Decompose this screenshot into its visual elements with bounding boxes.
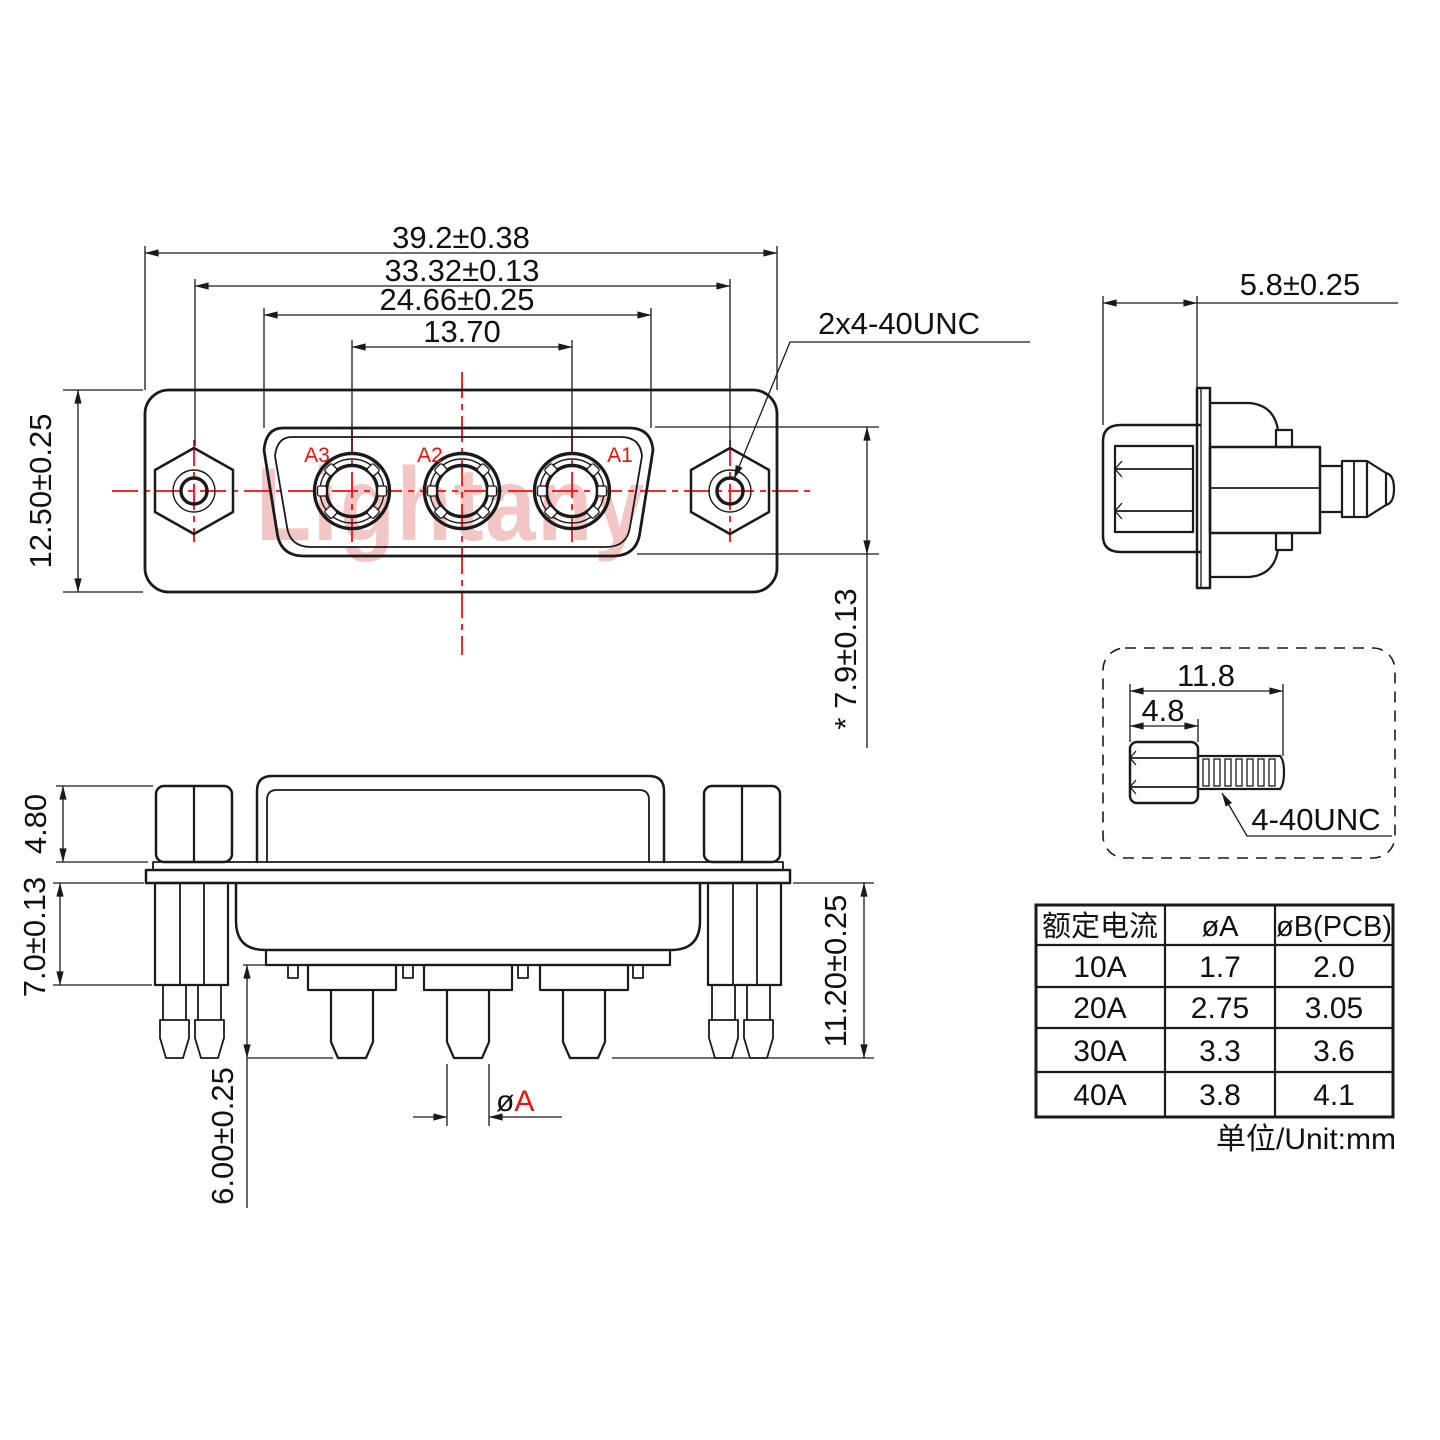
svg-text:3.05: 3.05 — [1305, 992, 1363, 1025]
hex-nut-front-left — [153, 446, 235, 536]
solder-pins — [306, 963, 630, 1060]
contact-label-a1: A1 — [607, 444, 633, 467]
ledge-tabs — [287, 964, 644, 979]
flange-outline — [143, 388, 779, 594]
contact-pin-side — [1318, 459, 1396, 519]
dim-contact-span: 13.70 — [351, 314, 573, 451]
thread-callout-text: 2x4-40UNC — [818, 306, 980, 341]
shell-profile — [1101, 423, 1202, 554]
dim-mount-spacing: 33.32±0.13 — [194, 253, 731, 446]
dim-opening-height: * 7.9±0.13 — [637, 426, 879, 748]
svg-text:3.8: 3.8 — [1199, 1079, 1241, 1112]
svg-text:1.7: 1.7 — [1199, 951, 1241, 984]
dim-screw-body: 4.8 — [1129, 693, 1199, 742]
dim-text-mount-spacing: 33.32±0.13 — [385, 253, 540, 288]
dim-text-nut-height: 4.80 — [18, 794, 53, 854]
dim-text-shell-depth: 5.8±0.25 — [1240, 267, 1360, 302]
svg-text:2.0: 2.0 — [1313, 951, 1355, 984]
coax-contact-a2 — [422, 451, 502, 531]
table-border — [1034, 903, 1395, 1119]
dim-text-contact-span: 13.70 — [423, 314, 501, 349]
dim-overall-height: 12.50±0.25 — [23, 389, 143, 593]
dim-text-opening-height: * 7.9±0.13 — [828, 588, 863, 729]
contact-label-a2: A2 — [417, 444, 443, 467]
shell-section-outer — [255, 774, 666, 864]
dim-pin-diameter: øA — [413, 1064, 562, 1126]
table-header-dia-b: øB(PCB) — [1276, 911, 1392, 943]
insulator-body — [234, 881, 702, 952]
screw-callout-leader — [1221, 792, 1392, 837]
screw-thread-callout: 4-40UNC — [1221, 792, 1392, 837]
thread-callout: 2x4-40UNC — [733, 306, 1030, 480]
table-header-dia-a: øA — [1201, 911, 1239, 943]
dim-text-pin-protrusion: 6.00±0.25 — [205, 1067, 240, 1205]
dim-text-pin-diameter: øA — [496, 1085, 534, 1118]
screw-detail: 11.8 4.8 — [1102, 647, 1396, 859]
contact-tabs — [316, 463, 388, 519]
table-row: 20A 2.75 3.05 — [1073, 992, 1363, 1025]
coax-contact-a1 — [532, 451, 612, 531]
contact-tabs — [426, 463, 498, 519]
spec-table: 额定电流 øA øB(PCB) 10A 1.7 2.0 20A 2.75 3.0… — [1034, 903, 1396, 1156]
dim-pin-depth: 11.20±0.25 — [612, 882, 874, 1059]
shell-section-inner — [266, 789, 650, 863]
svg-text:30A: 30A — [1073, 1035, 1126, 1068]
dim-nut-height: 4.80 — [18, 785, 153, 863]
table-row: 10A 1.7 2.0 — [1073, 951, 1355, 984]
screw-callout-text: 4-40UNC — [1251, 802, 1380, 837]
dim-text-overall-height: 12.50±0.25 — [23, 414, 58, 569]
dim-bracket-depth: 7.0±0.13 — [17, 877, 152, 997]
jack-post-left — [153, 881, 230, 1059]
dim-pin-protrusion: 6.00±0.25 — [205, 964, 333, 1208]
dim-shell-depth: 5.8±0.25 — [1102, 267, 1398, 425]
body-side — [1208, 401, 1322, 579]
d-opening-outer — [262, 426, 655, 558]
table-row: 40A 3.8 4.1 — [1073, 1079, 1355, 1112]
section-view: 4.80 7.0±0.13 11.20±0.25 6.00±0.25 — [17, 774, 874, 1208]
hex-nut-front-right — [689, 446, 771, 536]
table-header-current: 额定电流 — [1042, 910, 1158, 943]
dim-overall-width: 39.2±0.38 — [144, 220, 778, 390]
table-unit-note: 单位/Unit:mm — [1216, 1123, 1396, 1156]
d-opening-inner — [274, 436, 643, 548]
dim-text-opening-width: 24.66±0.25 — [380, 282, 535, 317]
contact-label-a3: A3 — [304, 444, 330, 467]
contact-tabs — [536, 463, 608, 519]
detail-border — [1102, 647, 1396, 859]
svg-text:2.75: 2.75 — [1191, 992, 1249, 1025]
front-view: A3 A2 A1 39.2±0.38 33.32±0.13 24.66±0.25 — [23, 220, 1030, 748]
table-row: 30A 3.3 3.6 — [1073, 1035, 1355, 1068]
dim-opening-width: 24.66±0.25 — [263, 282, 652, 428]
svg-text:4.1: 4.1 — [1313, 1079, 1355, 1112]
dim-text-screw-body: 4.8 — [1141, 693, 1184, 728]
svg-text:3.3: 3.3 — [1199, 1035, 1241, 1068]
svg-text:10A: 10A — [1073, 951, 1126, 984]
svg-text:3.6: 3.6 — [1313, 1035, 1355, 1068]
thread-callout-leader — [733, 341, 1030, 480]
dim-text-bracket-depth: 7.0±0.13 — [17, 877, 52, 997]
svg-text:40A: 40A — [1073, 1079, 1126, 1112]
coax-contact-a3 — [312, 451, 392, 531]
screw-thread — [1196, 754, 1286, 791]
dim-screw-length: 11.8 — [1129, 658, 1284, 756]
hex-nut-section-right — [702, 784, 782, 864]
side-view: 5.8±0.25 — [1101, 267, 1398, 590]
svg-text:20A: 20A — [1073, 992, 1126, 1025]
dim-text-overall-width: 39.2±0.38 — [392, 220, 530, 255]
hex-nut-section-left — [154, 784, 234, 864]
screw-head — [1128, 740, 1200, 805]
dim-text-pin-depth: 11.20±0.25 — [818, 895, 853, 1048]
dim-text-screw-length: 11.8 — [1177, 658, 1235, 693]
mounting-plate — [144, 861, 792, 885]
hex-nut-side — [1113, 444, 1195, 534]
